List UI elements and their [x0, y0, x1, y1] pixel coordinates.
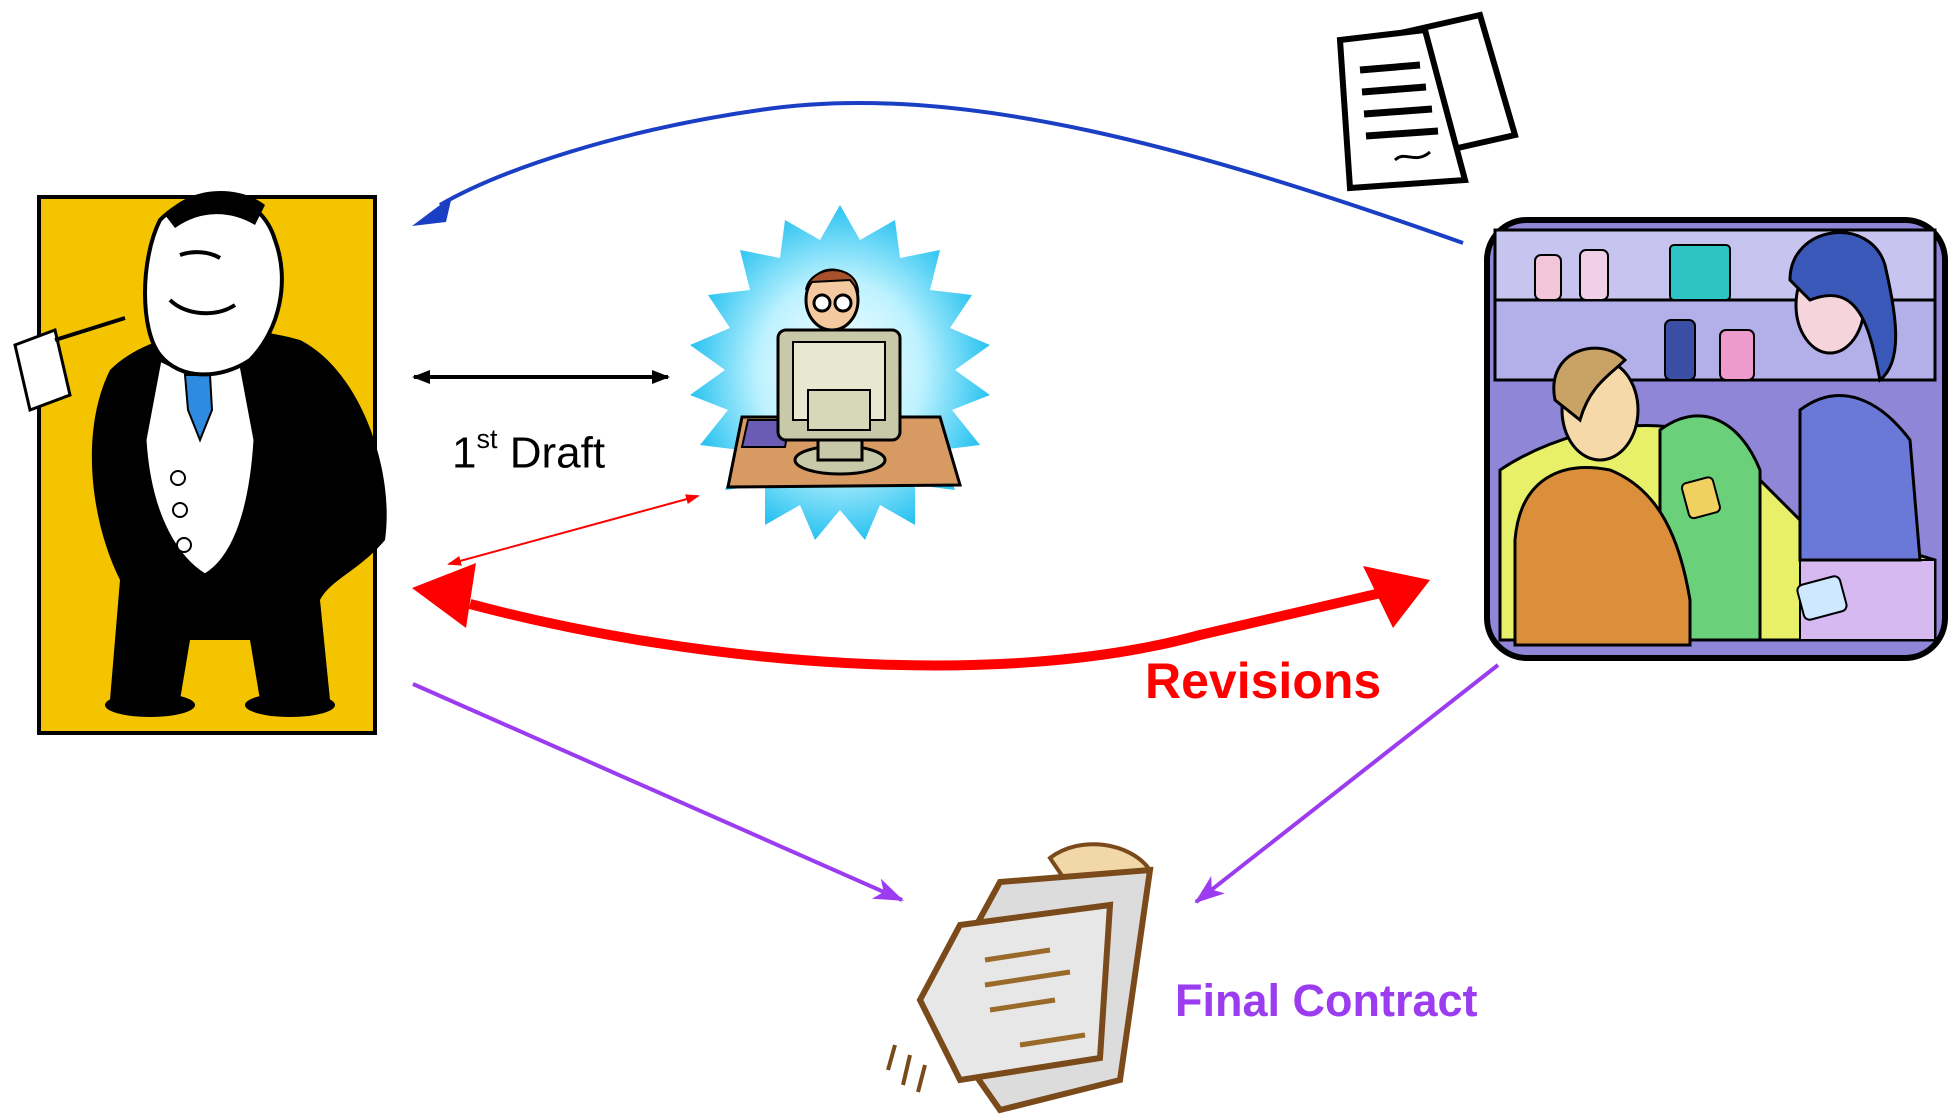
- draft-superscript: st: [476, 424, 498, 454]
- revisions-label: Revisions: [1145, 653, 1382, 709]
- draft-text: Draft: [497, 428, 606, 478]
- purple-arrow-from-boss: [412, 682, 904, 902]
- revisions-arrowhead-left: [412, 563, 476, 628]
- draft-number: 1: [452, 428, 477, 478]
- thin-red-double-arrow: [447, 494, 700, 566]
- revisions-arrowhead-right: [1363, 566, 1430, 628]
- first-draft-label: 1st Draft: [452, 424, 606, 479]
- revisions-double-arrow: [468, 587, 1387, 671]
- blue-arrowhead: [412, 196, 452, 226]
- purple-arrow-from-shop: [1194, 663, 1500, 904]
- blue-return-arrow: [438, 101, 1464, 245]
- final-contract-label: Final Contract: [1175, 975, 1478, 1026]
